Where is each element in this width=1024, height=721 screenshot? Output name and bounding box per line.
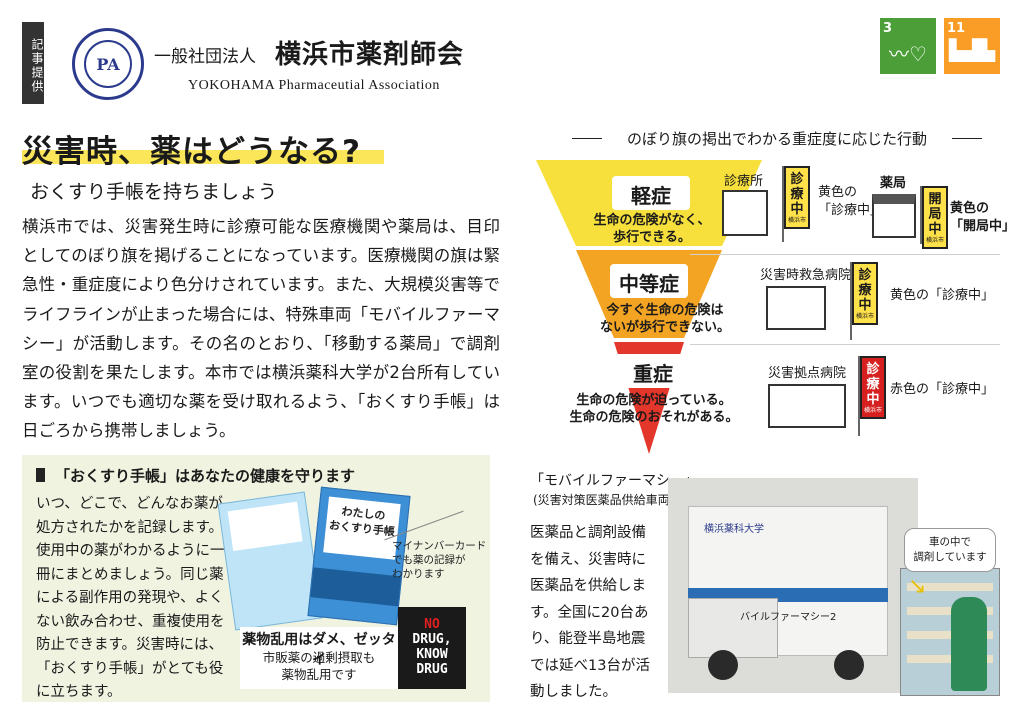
notebook-page: [227, 501, 303, 552]
severity-label-moderate: 中等症: [610, 264, 688, 298]
clinic-flag-note: 黄色の 「診療中」: [818, 185, 884, 218]
notebook-heading-text: 「おくすり手帳」はあなたの健康を守ります: [55, 467, 356, 485]
truck-cab: [688, 598, 778, 658]
flag-city: 横浜市: [855, 313, 874, 320]
org-name: 横浜市薬剤師会: [275, 40, 465, 70]
flag-pole: [850, 262, 852, 340]
medicine-shelf: [907, 631, 993, 639]
sdg-badge-3: 3 〰♡: [880, 18, 936, 74]
clinic-label: 診療所: [724, 174, 764, 189]
emergency-flag-note: 黄色の「診療中」: [890, 288, 995, 303]
severity-label-mild: 軽症: [612, 176, 690, 210]
flag-text: 診 療 中: [790, 172, 804, 217]
clinic-flag: 診 療 中横浜市: [784, 166, 810, 229]
mobile-pharmacy-title: 「モバイルファーマシー」: [530, 473, 698, 489]
sdg-number: 3: [883, 21, 893, 36]
square-bullet-icon: [36, 468, 45, 482]
severity-label-severe: 重症: [614, 354, 692, 388]
medicine-shelf: [907, 583, 993, 591]
medicine-notebook-box: 「おくすり手帳」はあなたの健康を守ります いつ、どこで、どんなお薬が処方されたか…: [22, 455, 490, 702]
flag-city: 横浜市: [925, 237, 944, 244]
mobile-pharmacy-truck-photo: 横浜薬科大学 バイルファーマシー2: [668, 478, 918, 693]
flag-city: 横浜市: [863, 407, 882, 414]
pharmacy-building-icon: [872, 194, 916, 238]
sdg-badge-11: 11 ▙▟▙: [944, 18, 1000, 74]
no-drug-logo: NO DRUG, KNOW DRUG: [398, 607, 466, 689]
sdg-number: 11: [947, 21, 966, 36]
article-title: 災害時、薬はどうなる?: [22, 134, 361, 170]
drug-abuse-panel: 薬物乱用はダメ、ゼッタイ 市販薬の過剰摂取も 薬物乱用です: [240, 627, 398, 689]
emergency-hospital-label: 災害時救急病院: [760, 268, 852, 283]
flag-pole: [920, 186, 922, 244]
truck-interior-photo: [900, 568, 1000, 696]
truck-label: 横浜薬科大学: [704, 524, 764, 535]
flag-pole: [858, 356, 860, 436]
city-icon: ▙▟▙: [948, 38, 996, 62]
row-divider: [690, 254, 1000, 255]
title-rule-left: [572, 138, 602, 139]
heartbeat-icon: 〰♡: [889, 42, 927, 66]
flag-city: 横浜市: [787, 217, 806, 224]
medicine-shelf: [907, 655, 993, 663]
title-highlight: [22, 150, 384, 164]
nodrug-line: DRUG,: [412, 632, 452, 647]
severity-desc-moderate: 今すぐ生命の危険は ないが歩行できない。: [599, 303, 730, 335]
notebook-heading: 「おくすり手帳」はあなたの健康を守ります: [36, 465, 355, 486]
severity-desc-mild: 生命の危険がなく、 歩行できる。: [593, 213, 711, 245]
cityscape-image: [310, 567, 402, 607]
disaster-hospital-icon: [768, 384, 846, 428]
emergency-hospital-flag: 診 療 中横浜市: [852, 262, 878, 325]
truck-wheel-rear: [834, 650, 864, 680]
interior-caption-bubble: 車の中で 調剤しています: [904, 528, 996, 572]
logo-monogram: PA: [84, 40, 132, 88]
diagram-title: のぼり旗の掲出でわかる重症度に応じた行動: [572, 128, 982, 149]
mobile-pharmacy-subtitle: (災害対策医薬品供給車両): [533, 493, 675, 507]
nodrug-line: NO: [424, 617, 440, 632]
drug-abuse-title: 薬物乱用はダメ、ゼッタイ: [242, 632, 396, 668]
flag-text: 診 療 中: [858, 268, 872, 313]
article-title-block: 災害時、薬はどうなる?: [22, 126, 384, 171]
row-divider: [690, 344, 1000, 345]
article-body: 横浜市では、災害発生時に診療可能な医療機関や薬局は、目印としてのぼり旗を掲げるこ…: [22, 217, 500, 441]
mynumber-note: マイナンバーカード でも薬の記録が わかります: [392, 540, 487, 580]
notebook-illustration: [217, 491, 323, 631]
clinic-building-icon: [722, 190, 768, 236]
drug-abuse-subtext: 市販薬の過剰摂取も 薬物乱用です: [262, 650, 376, 682]
pharmacy-flag: 開 局 中横浜市: [922, 186, 948, 249]
disaster-flag-note: 赤色の「診療中」: [890, 382, 995, 397]
nodrug-line: KNOW: [416, 647, 448, 662]
disaster-hospital-label: 災害拠点病院: [768, 366, 847, 381]
association-logo: PA: [72, 28, 144, 100]
truck-wheel-front: [708, 650, 738, 680]
org-english-name: YOKOHAMA Pharmaceutial Association: [188, 78, 440, 93]
notebook-description: いつ、どこで、どんなお薬が処方されたかを記録します。使用中の薬がわかるように一冊…: [36, 496, 225, 700]
mobile-pharmacy-text: 医薬品と調剤設備を備え、災害時に医薬品を供給します。全国に20台あり、能登半島地…: [530, 525, 650, 700]
curved-arrow-icon: ↘: [908, 574, 927, 599]
org-prefix: 一般社団法人: [154, 47, 256, 67]
article-provided-tag: 記事提供: [22, 22, 44, 104]
flag-pole: [782, 166, 784, 242]
severity-desc-severe: 生命の危険が迫っている。 生命の危険のおそれがある。: [569, 393, 739, 425]
pharmacist-figure: [951, 597, 987, 691]
title-rule-right: [952, 138, 982, 139]
emergency-hospital-icon: [766, 286, 826, 330]
pharmacy-label: 薬局: [880, 176, 907, 191]
nodrug-line: DRUG: [416, 662, 448, 677]
disaster-hospital-flag: 診 療 中横浜市: [860, 356, 886, 419]
notebook-cover-title: わたしの おくすり手帳: [323, 496, 401, 560]
truck-side-text: バイルファーマシー2: [740, 612, 837, 623]
pharmacy-flag-note: 黄色の 「開局中」: [950, 201, 1016, 234]
flag-text: 診 療 中: [866, 362, 880, 407]
flag-text: 開 局 中: [928, 192, 942, 237]
article-subtitle: おくすり手帳を持ちましょう: [30, 181, 278, 203]
diagram-title-text: のぼり旗の掲出でわかる重症度に応じた行動: [626, 130, 927, 148]
medicine-shelf: [907, 607, 993, 615]
